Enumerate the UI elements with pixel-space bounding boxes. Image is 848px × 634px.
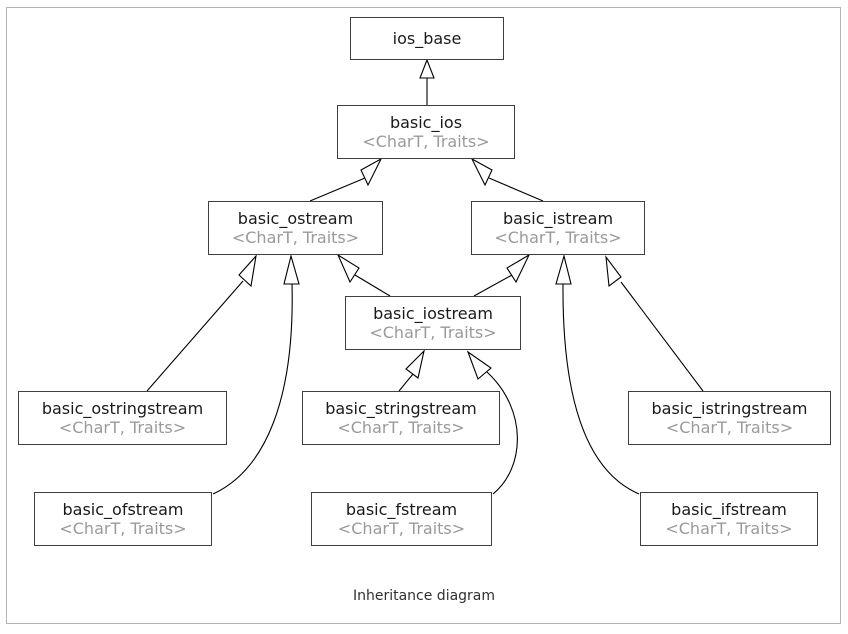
class-node-basic_fstream[interactable]: basic_fstream <CharT, Traits> [311,492,492,546]
edge-basic_iostream-to-basic_istream [473,253,531,297]
class-node-template-params: <CharT, Traits> [58,417,187,437]
class-node-name: basic_ofstream [62,500,184,520]
class-node-name: basic_fstream [345,500,458,520]
edge-basic_stringstream-to-basic_iostream [398,349,425,392]
class-node-name: basic_ostringstream [41,399,204,419]
class-node-name: basic_istream [502,209,614,229]
class-node-basic_ofstream[interactable]: basic_ofstream <CharT, Traits> [34,492,212,546]
class-node-template-params: <CharT, Traits> [369,322,497,342]
class-node-name: basic_ostream [237,209,354,229]
class-node-basic_ostream[interactable]: basic_ostream <CharT, Traits> [208,201,383,255]
class-node-name: ios_base [392,28,462,48]
class-node-name: basic_ifstream [671,500,787,520]
class-node-template-params: <CharT, Traits> [337,417,465,437]
class-node-basic_ostringstream[interactable]: basic_ostringstream <CharT, Traits> [18,391,227,445]
class-node-name: basic_stringstream [325,399,477,419]
class-node-template-params: <CharT, Traits> [665,417,794,437]
class-node-template-params: <CharT, Traits> [362,131,490,151]
class-node-template-params: <CharT, Traits> [337,518,466,538]
diagram-caption: Inheritance diagram [352,588,496,604]
class-node-basic_istringstream[interactable]: basic_istringstream <CharT, Traits> [628,391,831,445]
edge-basic_fstream-to-basic_iostream [466,350,518,495]
class-node-basic_ifstream[interactable]: basic_ifstream <CharT, Traits> [640,492,818,546]
class-node-basic_ios[interactable]: basic_ios <CharT, Traits> [337,105,515,159]
class-node-name: basic_iostream [373,304,493,324]
edge-basic_istream-to-basic_ios [470,157,544,202]
edge-basic_ostream-to-basic_ios [309,157,383,202]
edge-basic_ios-to-ios_base [419,58,435,105]
class-node-name: basic_istringstream [651,399,808,419]
edge-basic_ofstream-to-basic_ostream [212,253,300,495]
class-node-basic_iostream[interactable]: basic_iostream <CharT, Traits> [345,296,521,350]
class-node-name: basic_ios [389,113,463,133]
edge-basic_ifstream-to-basic_istream [555,253,640,495]
class-node-template-params: <CharT, Traits> [665,518,793,538]
class-node-template-params: <CharT, Traits> [231,227,360,247]
class-node-ios_base[interactable]: ios_base [350,17,504,60]
class-node-template-params: <CharT, Traits> [494,227,622,247]
edge-basic_iostream-to-basic_ostream [336,253,391,297]
edge-basic_ostringstream-to-basic_ostream [146,254,257,392]
class-node-basic_istream[interactable]: basic_istream <CharT, Traits> [471,201,645,255]
class-node-basic_stringstream[interactable]: basic_stringstream <CharT, Traits> [302,391,500,445]
edge-basic_istringstream-to-basic_istream [605,255,704,392]
class-node-template-params: <CharT, Traits> [59,518,187,538]
